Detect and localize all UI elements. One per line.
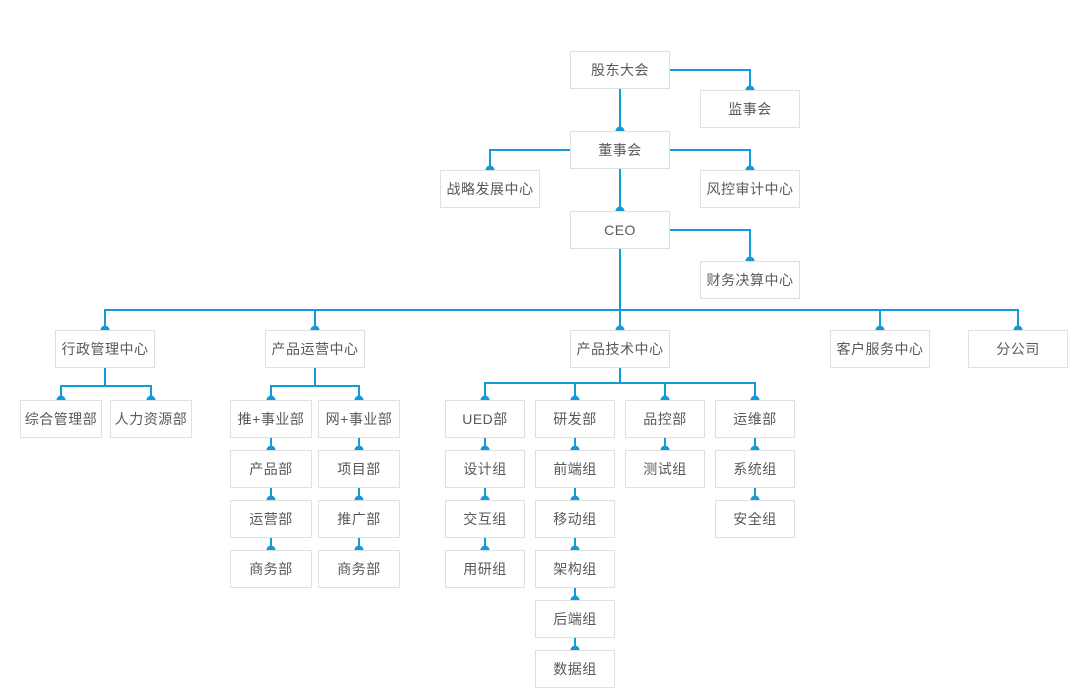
org-node-label-rd-dept: 研发部 xyxy=(553,411,597,427)
org-node-label-project-dept: 项目部 xyxy=(337,461,381,477)
org-node-supervisory-board: 监事会 xyxy=(700,90,800,128)
org-node-project-dept: 项目部 xyxy=(318,450,400,488)
org-node-label-design-group: 设计组 xyxy=(463,461,507,477)
connector-operations-rail xyxy=(270,385,360,400)
org-node-label-supervisory-board: 监事会 xyxy=(728,101,772,117)
connector-board-to-strategy xyxy=(489,149,570,170)
org-node-label-promotion-dept: 推广部 xyxy=(337,511,381,527)
org-node-general-management-dept: 综合管理部 xyxy=(20,400,102,438)
org-node-business-dept-1: 商务部 xyxy=(230,550,312,588)
org-node-label-testing-group: 测试组 xyxy=(643,461,687,477)
org-node-label-ops-maintenance-dept: 运维部 xyxy=(733,411,777,427)
org-node-admin-management-center: 行政管理中心 xyxy=(55,330,155,368)
org-node-branch-company: 分公司 xyxy=(968,330,1068,368)
org-node-label-branch-company: 分公司 xyxy=(996,341,1040,357)
org-node-label-system-group: 系统组 xyxy=(733,461,777,477)
org-node-label-customer-service-center: 客户服务中心 xyxy=(836,341,924,357)
org-node-label-risk-audit-center: 风控审计中心 xyxy=(706,181,794,197)
org-node-label-board-of-directors: 董事会 xyxy=(598,142,642,158)
org-node-architecture-group: 架构组 xyxy=(535,550,615,588)
org-node-label-ued-dept: UED部 xyxy=(462,411,508,427)
org-node-label-general-management-dept: 综合管理部 xyxy=(24,411,98,427)
org-node-wang-business-dept: 网+事业部 xyxy=(318,400,400,438)
org-node-business-dept-2: 商务部 xyxy=(318,550,400,588)
org-node-label-qc-dept: 品控部 xyxy=(643,411,687,427)
org-node-strategy-development-center: 战略发展中心 xyxy=(440,170,540,208)
org-node-board-of-directors: 董事会 xyxy=(570,131,670,169)
org-node-frontend-group: 前端组 xyxy=(535,450,615,488)
org-node-label-finance-settlement-center: 财务决算中心 xyxy=(706,272,794,288)
org-node-interaction-group: 交互组 xyxy=(445,500,525,538)
org-node-label-data-group: 数据组 xyxy=(553,661,597,677)
org-node-user-research-group: 用研组 xyxy=(445,550,525,588)
org-node-ued-dept: UED部 xyxy=(445,400,525,438)
connector-board-to-risk-audit xyxy=(670,149,751,170)
org-node-security-group: 安全组 xyxy=(715,500,795,538)
org-node-system-group: 系统组 xyxy=(715,450,795,488)
org-node-label-strategy-development-center: 战略发展中心 xyxy=(446,181,534,197)
connector-admin-rail xyxy=(60,385,152,400)
org-node-label-hr-dept: 人力资源部 xyxy=(114,411,188,427)
org-node-label-product-dept: 产品部 xyxy=(249,461,293,477)
connector-spine xyxy=(104,309,1019,330)
org-node-label-tui-business-dept: 推+事业部 xyxy=(237,411,305,427)
org-node-label-frontend-group: 前端组 xyxy=(553,461,597,477)
connector-tech-rail xyxy=(484,382,756,400)
org-node-customer-service-center: 客户服务中心 xyxy=(830,330,930,368)
org-node-ops-maintenance-dept: 运维部 xyxy=(715,400,795,438)
org-node-product-dept: 产品部 xyxy=(230,450,312,488)
org-node-label-security-group: 安全组 xyxy=(733,511,777,527)
org-node-label-operations-dept: 运营部 xyxy=(249,511,293,527)
org-node-data-group: 数据组 xyxy=(535,650,615,688)
org-node-rd-dept: 研发部 xyxy=(535,400,615,438)
org-node-risk-audit-center: 风控审计中心 xyxy=(700,170,800,208)
org-node-label-product-tech-center: 产品技术中心 xyxy=(576,341,664,357)
org-node-ceo: CEO xyxy=(570,211,670,249)
org-node-label-business-dept-1: 商务部 xyxy=(249,561,293,577)
org-node-label-mobile-group: 移动组 xyxy=(553,511,597,527)
org-node-shareholders-meeting: 股东大会 xyxy=(570,51,670,89)
connector-ceo-to-finance xyxy=(670,229,751,261)
org-node-hr-dept: 人力资源部 xyxy=(110,400,192,438)
org-node-label-backend-group: 后端组 xyxy=(553,611,597,627)
org-node-operations-dept: 运营部 xyxy=(230,500,312,538)
org-node-qc-dept: 品控部 xyxy=(625,400,705,438)
org-node-label-wang-business-dept: 网+事业部 xyxy=(325,411,393,427)
org-node-label-shareholders-meeting: 股东大会 xyxy=(591,62,649,78)
org-node-label-interaction-group: 交互组 xyxy=(463,511,507,527)
org-node-product-operations-center: 产品运营中心 xyxy=(265,330,365,368)
connector-shareholders-to-supervisory xyxy=(670,69,751,90)
org-node-label-architecture-group: 架构组 xyxy=(553,561,597,577)
org-node-design-group: 设计组 xyxy=(445,450,525,488)
org-node-label-product-operations-center: 产品运营中心 xyxy=(271,341,359,357)
org-node-testing-group: 测试组 xyxy=(625,450,705,488)
org-node-product-tech-center: 产品技术中心 xyxy=(570,330,670,368)
org-node-tui-business-dept: 推+事业部 xyxy=(230,400,312,438)
org-node-label-business-dept-2: 商务部 xyxy=(337,561,381,577)
org-node-label-user-research-group: 用研组 xyxy=(463,561,507,577)
org-node-finance-settlement-center: 财务决算中心 xyxy=(700,261,800,299)
org-node-backend-group: 后端组 xyxy=(535,600,615,638)
org-node-label-ceo: CEO xyxy=(604,222,636,238)
org-node-promotion-dept: 推广部 xyxy=(318,500,400,538)
org-node-mobile-group: 移动组 xyxy=(535,500,615,538)
org-node-label-admin-management-center: 行政管理中心 xyxy=(61,341,149,357)
